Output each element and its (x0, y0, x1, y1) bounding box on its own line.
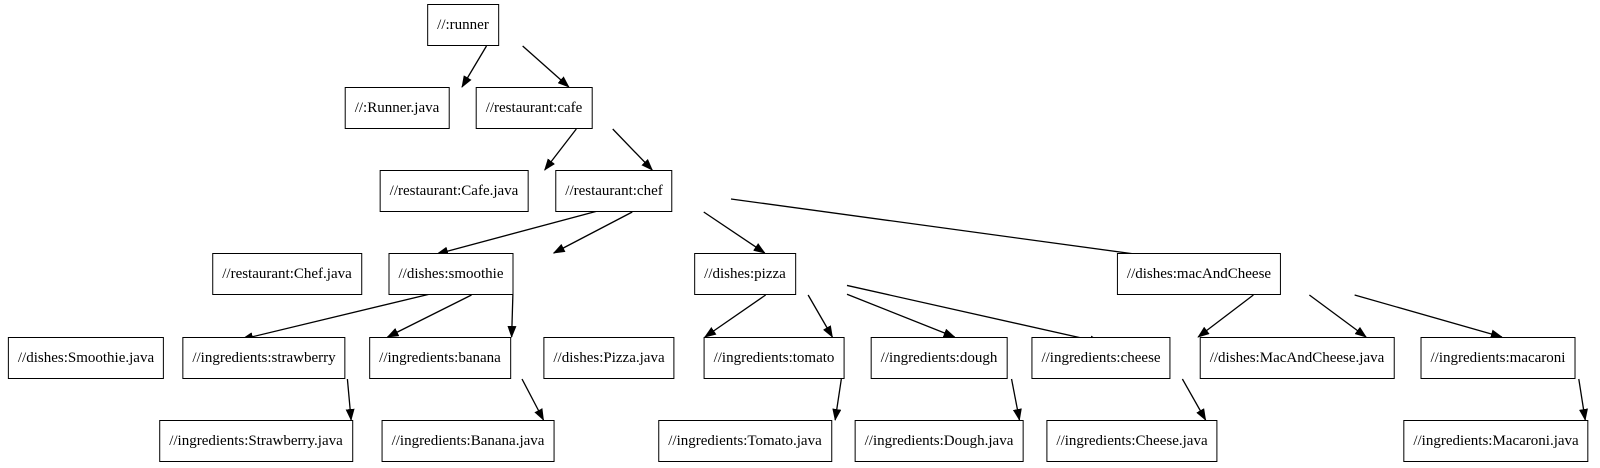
edge-pizza-to-tomato (807, 294, 833, 338)
node-runner: //:runner (427, 4, 499, 46)
node-pizza: //dishes:pizza (694, 253, 796, 295)
node-dough: //ingredients:dough (870, 337, 1008, 379)
edge-pizza-to-dough (846, 293, 956, 338)
node-banana-java: //ingredients:Banana.java (381, 420, 555, 462)
edge-chef-to-smoothie (552, 211, 633, 254)
node-strawberry-java: //ingredients:Strawberry.java (159, 420, 353, 462)
edge-smoothie-to-smoothie-java (241, 288, 452, 342)
edge-macandcheese-to-cheese (1197, 294, 1254, 338)
node-macaroni: //ingredients:macaroni (1420, 337, 1576, 379)
edge-macandcheese-to-macandcheese-java (1308, 294, 1367, 338)
node-macaroni-java: //ingredients:Macaroni.java (1403, 420, 1589, 462)
edge-pizza-to-pizza-java (704, 294, 766, 338)
edge-smoothie-to-strawberry (386, 294, 472, 338)
node-cafe-java: //restaurant:Cafe.java (379, 170, 529, 212)
node-pizza-java: //dishes:Pizza.java (543, 337, 675, 379)
node-smoothie: //dishes:smoothie (388, 253, 514, 295)
edge-macandcheese-to-macaroni (1354, 294, 1503, 339)
edge-macaroni-to-macaroni-java (1578, 378, 1588, 421)
edge-runner-to-cafe (522, 45, 570, 88)
edge-chef-to-chef-java (436, 206, 615, 256)
edge-banana-to-banana-java (521, 378, 545, 421)
node-tomato: //ingredients:tomato (703, 337, 845, 379)
node-cheese-java: //ingredients:Cheese.java (1046, 420, 1218, 462)
node-macandcheese: //dishes:macAndCheese (1116, 253, 1282, 295)
edge-chef-to-pizza (703, 211, 766, 254)
node-smoothie-java: //dishes:Smoothie.java (7, 337, 165, 379)
edge-pizza-to-cheese (846, 284, 1102, 345)
edge-cafe-to-chef (612, 128, 653, 171)
node-cafe: //restaurant:cafe (475, 87, 593, 129)
node-tomato-java: //ingredients:Tomato.java (658, 420, 832, 462)
node-macandcheese-java: //dishes:MacAndCheese.java (1199, 337, 1395, 379)
node-runner-java: //:Runner.java (344, 87, 450, 129)
node-dough-java: //ingredients:Dough.java (854, 420, 1024, 462)
edge-cafe-to-cafe-java (544, 128, 577, 171)
edge-runner-to-runner-java (461, 45, 488, 88)
edge-dough-to-dough-java (1010, 378, 1022, 421)
edge-smoothie-to-banana (507, 294, 517, 338)
node-chef: //restaurant:chef (555, 170, 673, 212)
edge-tomato-to-tomato-java (832, 378, 842, 421)
node-banana: //ingredients:banana (369, 337, 511, 379)
node-cheese: //ingredients:cheese (1031, 337, 1171, 379)
node-chef-java: //restaurant:Chef.java (212, 253, 362, 295)
edge-strawberry-to-strawberry-java (345, 378, 355, 421)
edge-cheese-to-cheese-java (1181, 378, 1207, 421)
node-strawberry: //ingredients:strawberry (182, 337, 346, 379)
